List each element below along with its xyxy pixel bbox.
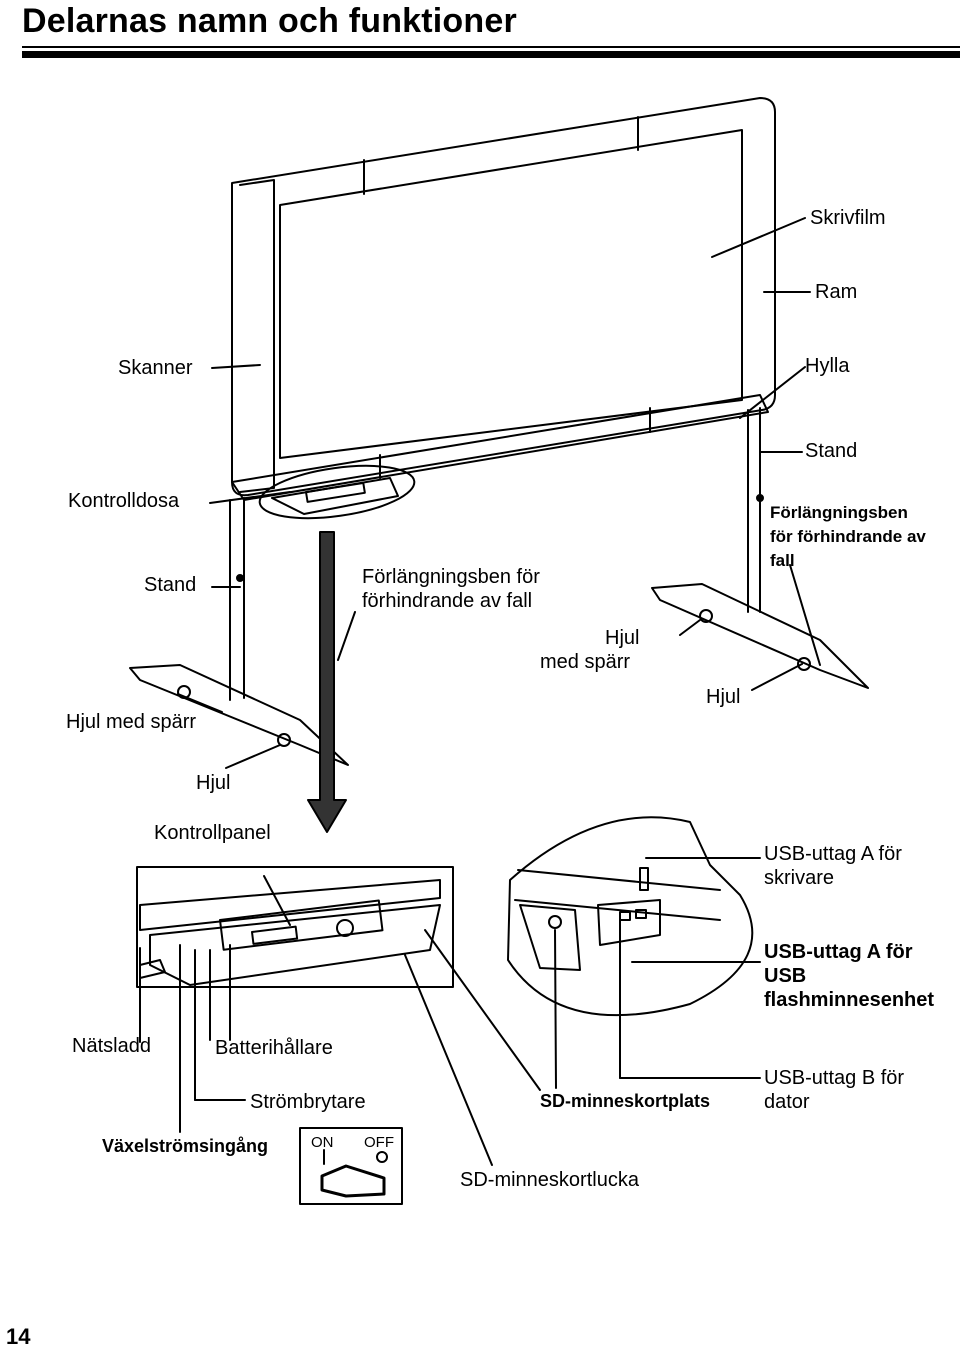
label-sd-minneskortlucka: SD-minneskortlucka (460, 1169, 639, 1191)
label-skrivfilm: Skrivfilm (810, 207, 886, 229)
label-forlangningsben-left-1: Förlängningsben för (362, 566, 540, 588)
label-forlangningsben-right-1: Förlängningsben (770, 503, 908, 522)
label-usb-skrivare-1: USB-uttag A för (764, 843, 902, 865)
label-forlangningsben-right-2: för förhindrande av (770, 527, 926, 546)
label-stand-left: Stand (144, 574, 197, 596)
label-hjul-med-sparr-left: Hjul med spärr (66, 711, 197, 733)
label-forlangningsben-left-2: förhindrande av fall (362, 590, 533, 612)
label-usb-flash-2: USB (764, 965, 807, 987)
label-hylla: Hylla (805, 355, 850, 377)
label-hjul-med-sparr-center-2: med spärr (540, 651, 631, 673)
label-usb-skrivare-2: skrivare (764, 867, 835, 889)
title-rule-thick (22, 51, 960, 58)
title-rule-thin (22, 46, 960, 48)
label-kontrolldosa: Kontrolldosa (68, 490, 180, 512)
label-usb-flash-1: USB-uttag A för (764, 941, 913, 963)
label-hjul-med-sparr-center-1: Hjul (605, 627, 640, 649)
label-usb-dator-1: USB-uttag B för (764, 1067, 905, 1089)
label-kontrollpanel: Kontrollpanel (154, 822, 271, 844)
label-switch-off: OFF (364, 1134, 394, 1151)
label-batterihallare: Batterihållare (215, 1037, 333, 1059)
label-sd-minneskortplats: SD-minneskortplats (540, 1091, 711, 1111)
label-switch-on: ON (311, 1134, 334, 1151)
page-number: 14 (6, 1324, 31, 1349)
label-skanner: Skanner (118, 357, 193, 379)
label-hjul-right: Hjul (706, 686, 741, 708)
label-forlangningsben-right-3: fall (770, 551, 795, 570)
label-strombrytare: Strömbrytare (250, 1091, 366, 1113)
label-ram: Ram (815, 281, 858, 303)
label-vaxelstromsingang: Växelströmsingång (102, 1136, 269, 1156)
label-natsladd: Nätsladd (72, 1035, 151, 1057)
label-stand-right: Stand (805, 440, 858, 462)
label-usb-flash-3: flashminnesenhet (764, 989, 935, 1011)
label-hjul-left: Hjul (196, 772, 231, 794)
page-title: Delarnas namn och funktioner (22, 2, 517, 40)
label-usb-dator-2: dator (764, 1091, 810, 1113)
